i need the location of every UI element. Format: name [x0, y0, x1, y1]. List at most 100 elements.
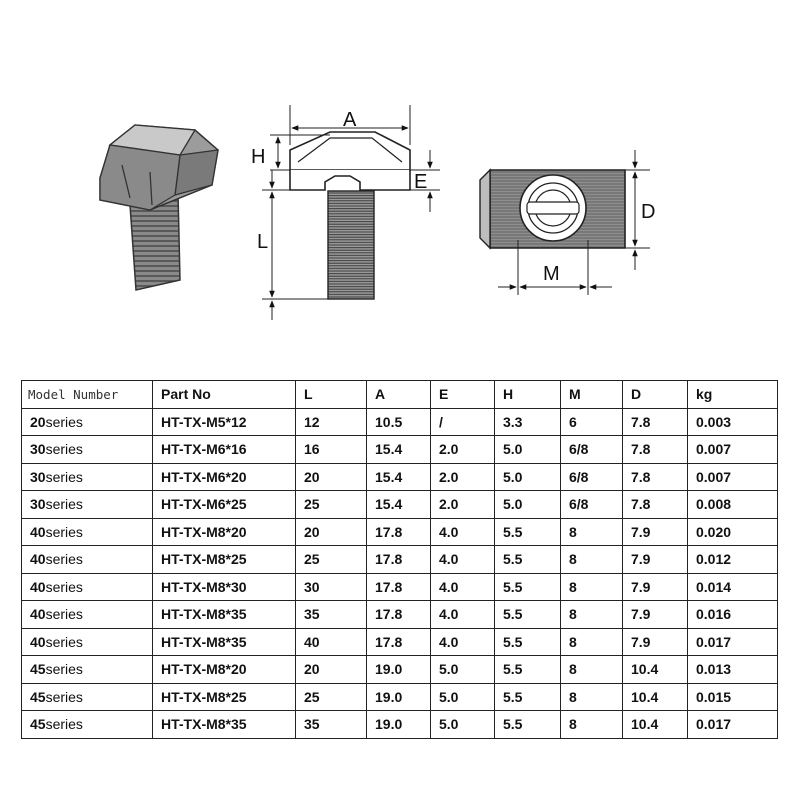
cell-h: 5.0 — [494, 462, 561, 491]
cell-model-number: 40series — [21, 600, 153, 629]
cell-m: 8 — [560, 572, 623, 601]
cell-model-number: 40series — [21, 627, 153, 656]
cell-d: 10.4 — [622, 655, 688, 684]
series-number: 40 — [30, 578, 46, 595]
col-header-part-no: Part No — [152, 380, 296, 409]
cell-model-number: 45series — [21, 655, 153, 684]
cell-part-no: HT-TX-M8*35 — [152, 627, 296, 656]
cell-m: 6/8 — [560, 462, 623, 491]
series-suffix: series — [45, 468, 83, 485]
series-number: 40 — [30, 606, 46, 623]
cell-m: 8 — [560, 655, 623, 684]
t-bolt-top-view-icon — [479, 150, 650, 295]
cell-a: 17.8 — [366, 517, 431, 546]
cell-h: 5.5 — [494, 572, 561, 601]
cell-d: 7.9 — [622, 627, 688, 656]
t-bolt-3d-icon — [99, 124, 219, 291]
cell-kg: 0.017 — [687, 627, 778, 656]
cell-model-number: 40series — [21, 517, 153, 546]
cell-m: 6/8 — [560, 435, 623, 464]
technical-drawing: A H E L D M — [99, 105, 655, 320]
cell-e: 5.0 — [430, 655, 495, 684]
cell-m: 8 — [560, 517, 623, 546]
cell-part-no: HT-TX-M8*25 — [152, 682, 296, 711]
cell-l: 35 — [295, 710, 367, 739]
cell-h: 5.5 — [494, 517, 561, 546]
cell-a: 15.4 — [366, 435, 431, 464]
cell-d: 10.4 — [622, 682, 688, 711]
cell-e: 2.0 — [430, 435, 495, 464]
cell-kg: 0.015 — [687, 682, 778, 711]
cell-a: 19.0 — [366, 655, 431, 684]
cell-part-no: HT-TX-M8*30 — [152, 572, 296, 601]
cell-model-number: 40series — [21, 545, 153, 574]
cell-a: 19.0 — [366, 710, 431, 739]
cell-e: 2.0 — [430, 490, 495, 519]
series-suffix: series — [45, 661, 83, 678]
series-suffix: series — [45, 413, 83, 430]
cell-h: 5.5 — [494, 710, 561, 739]
col-header-l: L — [295, 380, 367, 409]
cell-h: 5.5 — [494, 600, 561, 629]
cell-h: 5.5 — [494, 655, 561, 684]
series-number: 20 — [30, 413, 46, 430]
cell-l: 40 — [295, 627, 367, 656]
cell-m: 6 — [560, 407, 623, 436]
series-suffix: series — [45, 716, 83, 733]
series-number: 30 — [30, 441, 46, 458]
cell-m: 8 — [560, 710, 623, 739]
series-suffix: series — [45, 523, 83, 540]
cell-d: 7.9 — [622, 545, 688, 574]
dim-label-a: A — [343, 109, 357, 131]
series-suffix: series — [45, 578, 83, 595]
t-bolt-side-view-icon — [262, 105, 440, 320]
cell-part-no: HT-TX-M8*35 — [152, 710, 296, 739]
cell-d: 7.9 — [622, 517, 688, 546]
cell-part-no: HT-TX-M6*20 — [152, 462, 296, 491]
col-header-e: E — [430, 380, 495, 409]
cell-part-no: HT-TX-M5*12 — [152, 407, 296, 436]
cell-e: 4.0 — [430, 545, 495, 574]
series-number: 45 — [30, 661, 46, 678]
cell-a: 15.4 — [366, 490, 431, 519]
dim-label-l: L — [257, 231, 268, 253]
cell-part-no: HT-TX-M8*35 — [152, 600, 296, 629]
table-header-row: Model Number Part No L A E H M D kg — [21, 380, 778, 409]
cell-h: 5.5 — [494, 682, 561, 711]
dim-label-h: H — [251, 146, 265, 168]
cell-kg: 0.020 — [687, 517, 778, 546]
cell-h: 3.3 — [494, 407, 561, 436]
cell-a: 17.8 — [366, 627, 431, 656]
series-suffix: series — [45, 688, 83, 705]
cell-e: 4.0 — [430, 572, 495, 601]
cell-part-no: HT-TX-M6*16 — [152, 435, 296, 464]
dim-label-e: E — [414, 171, 427, 193]
cell-d: 7.8 — [622, 435, 688, 464]
cell-model-number: 45series — [21, 710, 153, 739]
cell-l: 12 — [295, 407, 367, 436]
cell-model-number: 30series — [21, 462, 153, 491]
cell-l: 25 — [295, 682, 367, 711]
cell-model-number: 30series — [21, 435, 153, 464]
cell-e: 4.0 — [430, 517, 495, 546]
cell-l: 20 — [295, 655, 367, 684]
series-number: 45 — [30, 688, 46, 705]
cell-kg: 0.017 — [687, 710, 778, 739]
cell-a: 17.8 — [366, 600, 431, 629]
cell-model-number: 45series — [21, 682, 153, 711]
cell-kg: 0.016 — [687, 600, 778, 629]
cell-h: 5.0 — [494, 435, 561, 464]
cell-m: 6/8 — [560, 490, 623, 519]
cell-d: 7.8 — [622, 462, 688, 491]
cell-m: 8 — [560, 627, 623, 656]
series-suffix: series — [45, 441, 83, 458]
cell-kg: 0.007 — [687, 462, 778, 491]
